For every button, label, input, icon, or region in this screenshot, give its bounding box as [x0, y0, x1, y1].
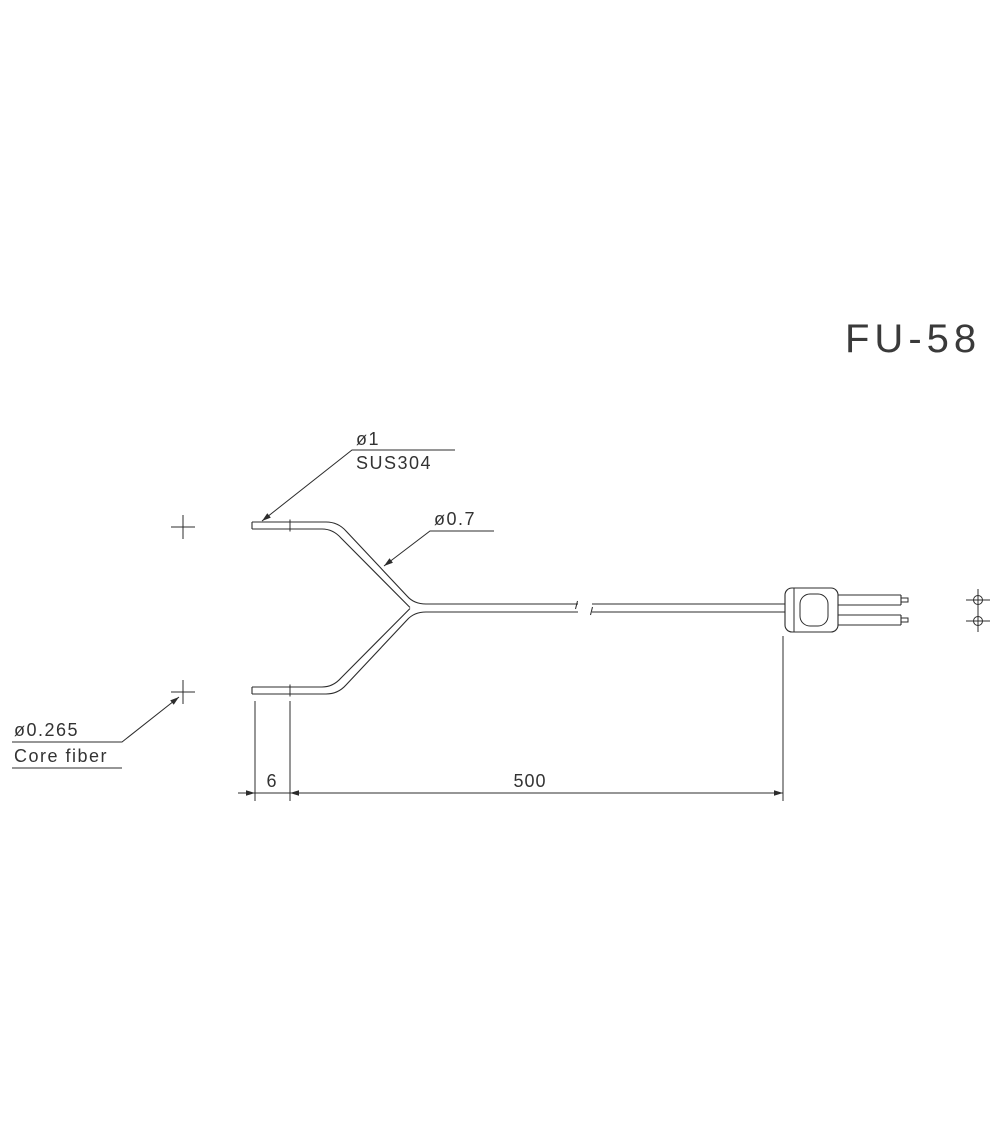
drawing-title: FU-58	[845, 317, 981, 361]
dimension-group: 6 500	[238, 636, 784, 801]
cable-break-mark-right	[590, 606, 593, 616]
dim-arrow-500-left	[290, 790, 299, 796]
center-mark-upper-tip	[171, 515, 195, 539]
center-mark-output-lower	[966, 610, 990, 632]
connector	[784, 587, 909, 633]
center-mark-lower-tip	[171, 680, 195, 704]
upper-branch-top-edge	[252, 521, 578, 605]
upper-branch-bottom-edge	[252, 528, 411, 608]
connector-tube-upper	[838, 594, 902, 606]
fiber-cable-outline	[251, 519, 785, 697]
leader-arrow-core	[170, 697, 179, 705]
end-view-circle-lower	[973, 616, 983, 626]
label-sheath-diameter: ø1	[356, 429, 380, 449]
dim-arrow-tip-left	[246, 790, 255, 796]
end-view-circle-upper	[973, 595, 983, 605]
lower-branch-top-edge	[252, 608, 411, 688]
label-core-fiber: Core fiber	[14, 746, 108, 766]
callout-fiber: ø0.7	[383, 509, 494, 567]
fiber-stub-lower	[901, 617, 909, 623]
label-fiber-diameter: ø0.7	[434, 509, 476, 529]
connector-grip	[799, 593, 829, 627]
connector-tube-lower	[838, 614, 902, 626]
leader-arrow-fiber	[384, 558, 393, 566]
dim-value-tip-length: 6	[266, 771, 277, 791]
connector-body	[784, 587, 839, 633]
leader-line-core	[12, 696, 180, 743]
label-core-diameter: ø0.265	[14, 720, 79, 740]
lower-branch-bottom-edge	[252, 611, 578, 695]
fiber-stub-upper	[901, 597, 909, 603]
leader-line-sheath	[261, 449, 455, 522]
label-sheath-material: SUS304	[356, 453, 432, 473]
callout-core: ø0.265 Core fiber	[12, 696, 180, 769]
cable-break-mark-left	[575, 600, 578, 610]
callout-sheath: ø1 SUS304	[261, 429, 455, 522]
leader-arrow-sheath	[262, 513, 271, 521]
center-marks	[171, 515, 990, 704]
leader-line-fiber	[383, 530, 494, 567]
center-mark-output-upper	[966, 589, 990, 611]
dim-value-cable-length: 500	[513, 771, 546, 791]
dim-arrow-500-right	[774, 790, 783, 796]
